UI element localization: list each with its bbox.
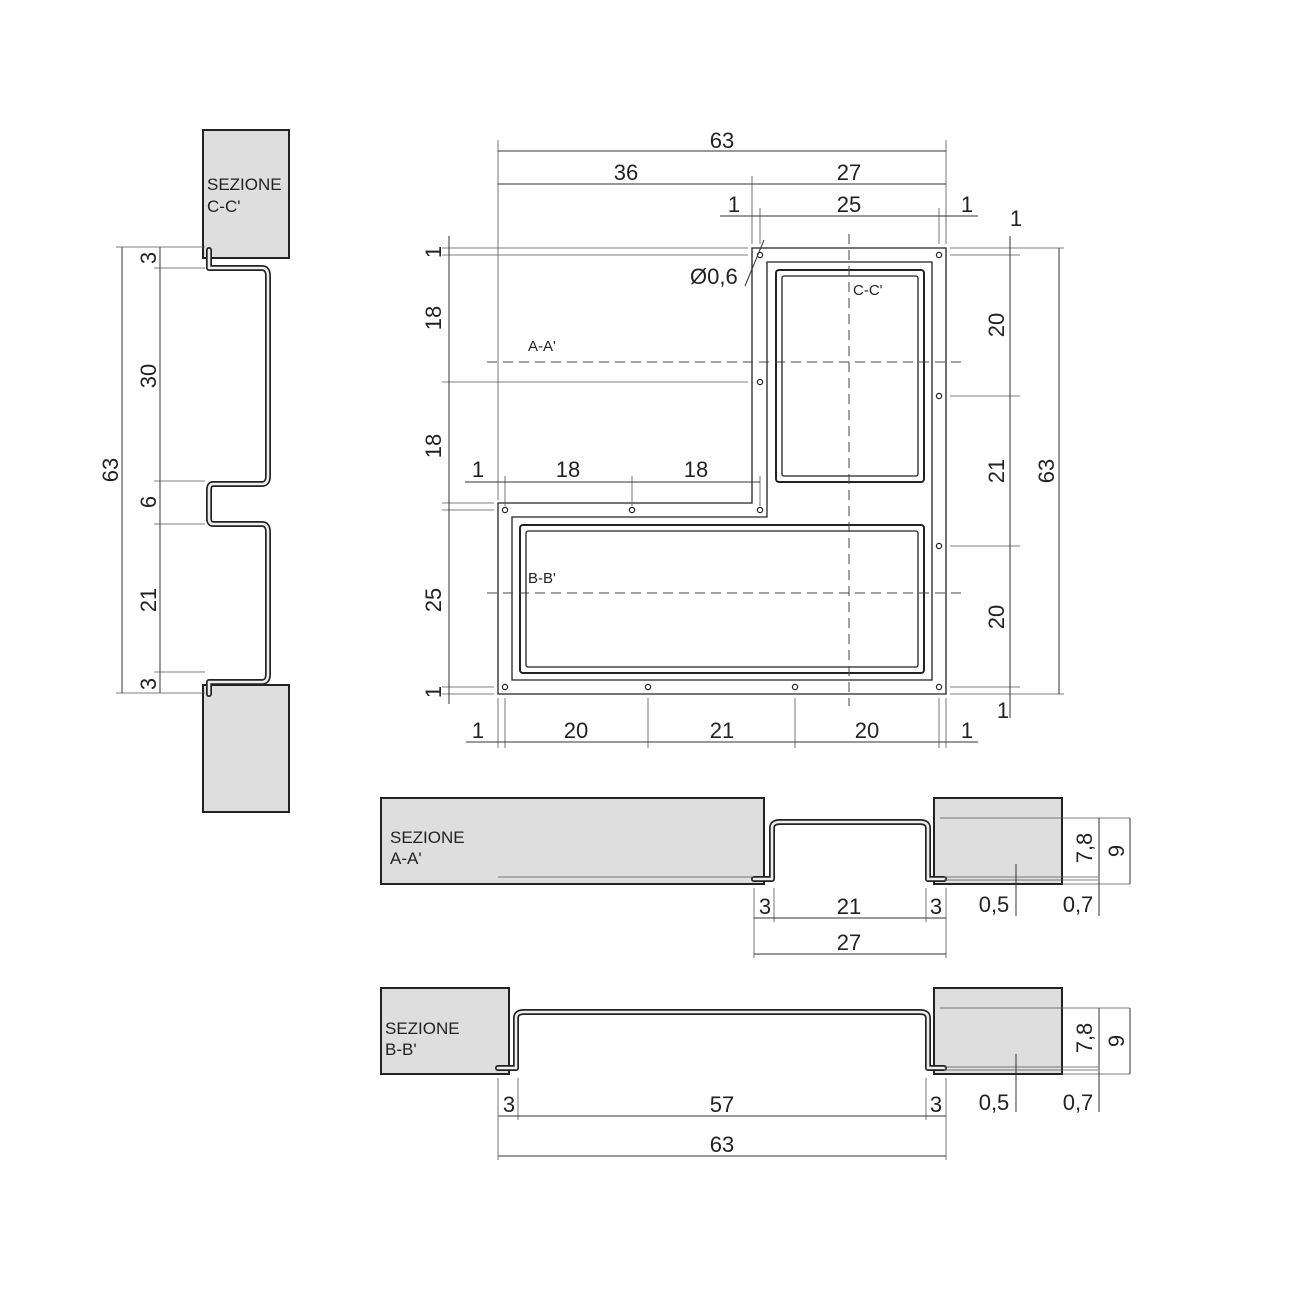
mount-hole: [628, 506, 636, 514]
section-b-dim-lip: 0,7: [1063, 1090, 1094, 1115]
mount-hole: [644, 683, 652, 691]
plan-dim-mid-gap: 1: [472, 457, 484, 482]
plan-dim-bottom-20-left: 20: [564, 718, 588, 743]
hole-diameter-note: Ø0,6: [690, 264, 738, 289]
section-c-dim-6: 6: [136, 496, 161, 508]
section-b-left-wall: [380, 987, 510, 1075]
plan-upper-box: [775, 269, 925, 483]
plan-dim-right-21: 21: [984, 459, 1009, 483]
section-c-dim-21: 21: [136, 588, 161, 612]
plan-dim-left-18-middle: 18: [421, 434, 446, 458]
section-b-dim-height: 9: [1104, 1035, 1129, 1047]
mount-hole: [756, 506, 764, 514]
mount-hole: [501, 683, 509, 691]
mount-hole: [756, 378, 764, 386]
plan-dim-left-25: 25: [421, 588, 446, 612]
plan-dim-top-36: 36: [614, 160, 638, 185]
section-b-right-wall: [933, 987, 1063, 1075]
section-a-dim-height: 9: [1104, 845, 1129, 857]
plan-dim-right-20-top: 20: [984, 313, 1009, 337]
cut-label-c-c: C-C': [853, 282, 883, 299]
mount-hole: [791, 683, 799, 691]
section-a-dim-21: 21: [837, 894, 861, 919]
section-b-title-line2: B-B': [385, 1040, 417, 1059]
plan-dim-bottom-gap-left: 1: [472, 718, 484, 743]
mount-hole: [935, 392, 943, 400]
plan-dim-top-63: 63: [710, 128, 734, 153]
section-a-title-line1: SEZIONE: [390, 828, 465, 847]
plan-dim-right-63: 63: [1034, 459, 1059, 483]
section-a-a: SEZIONE A-A' 3 21 3 27 0,5 0,7 7,8 9: [380, 797, 1131, 958]
plan-flange-outline: [511, 261, 933, 681]
plan-dim-left-18-upper: 18: [421, 306, 446, 330]
plan-dim-right-20-bottom: 20: [984, 605, 1009, 629]
section-b-b: SEZIONE B-B' 3 57 3 63 0,5 0,7 7,8 9: [380, 987, 1131, 1160]
plan-dim-top-27: 27: [837, 160, 861, 185]
section-b-dim-right-3: 3: [930, 1092, 942, 1117]
section-a-dim-thickness: 0,5: [979, 892, 1010, 917]
section-c-dim-3-top: 3: [136, 252, 161, 264]
section-a-dim-27: 27: [837, 930, 861, 955]
mount-hole: [935, 251, 943, 259]
section-c-profile: [206, 247, 271, 697]
plan-dim-top-gap-left: 1: [728, 192, 740, 217]
section-a-dim-depth: 7,8: [1072, 833, 1097, 864]
section-a-title-line2: A-A': [390, 849, 422, 868]
plan-dim-bottom-gap-right: 1: [961, 718, 973, 743]
section-c-title-line1: SEZIONE: [207, 175, 282, 194]
section-c-c: SEZIONE C-C' 3 30 6 21 3 63: [98, 129, 290, 813]
mount-hole: [935, 683, 943, 691]
plan-lower-box: [519, 524, 925, 674]
section-a-right-wall: [933, 797, 1063, 885]
section-a-dim-right-3: 3: [930, 894, 942, 919]
section-b-dim-depth: 7,8: [1072, 1023, 1097, 1054]
plan-outer-outline: [497, 247, 947, 695]
section-b-dim-left-3: 3: [503, 1092, 515, 1117]
cut-label-b-b: B-B': [528, 570, 556, 587]
section-c-dim-30: 30: [136, 364, 161, 388]
section-b-title-line1: SEZIONE: [385, 1019, 460, 1038]
section-a-dim-lip: 0,7: [1063, 892, 1094, 917]
section-b-dim-63: 63: [710, 1132, 734, 1157]
plan-dim-right-gap-top: 1: [1010, 206, 1022, 231]
section-b-profile: [495, 1009, 947, 1071]
plan-dim-left-gap-top: 1: [421, 246, 446, 258]
plan-dim-top-25: 25: [837, 192, 861, 217]
plan-dim-bottom-21: 21: [710, 718, 734, 743]
section-a-left-wall: [380, 797, 765, 885]
section-c-lower-wall: [202, 684, 290, 813]
cut-label-a-a: A-A': [528, 338, 556, 355]
plan-dim-bottom-20-right: 20: [855, 718, 879, 743]
section-c-dim-63: 63: [98, 458, 123, 482]
mount-hole: [935, 542, 943, 550]
plan-dim-right-gap-bottom: 1: [997, 698, 1009, 723]
plan-dim-mid-18-left: 18: [556, 457, 580, 482]
mount-hole: [501, 506, 509, 514]
section-b-dim-57: 57: [710, 1092, 734, 1117]
plan-dim-mid-18-right: 18: [684, 457, 708, 482]
section-c-title-line2: C-C': [207, 197, 240, 216]
plan-dim-top-gap-right: 1: [961, 192, 973, 217]
plan-dim-left-gap-bottom: 1: [421, 686, 446, 698]
section-a-dim-left-3: 3: [759, 894, 771, 919]
section-b-dim-thickness: 0,5: [979, 1090, 1010, 1115]
section-c-dim-3-bottom: 3: [136, 678, 161, 690]
section-c-upper-wall: [202, 129, 290, 259]
plan-view: A-A' B-B' C-C' Ø0,6: [421, 128, 1064, 748]
section-a-profile: [751, 819, 947, 882]
